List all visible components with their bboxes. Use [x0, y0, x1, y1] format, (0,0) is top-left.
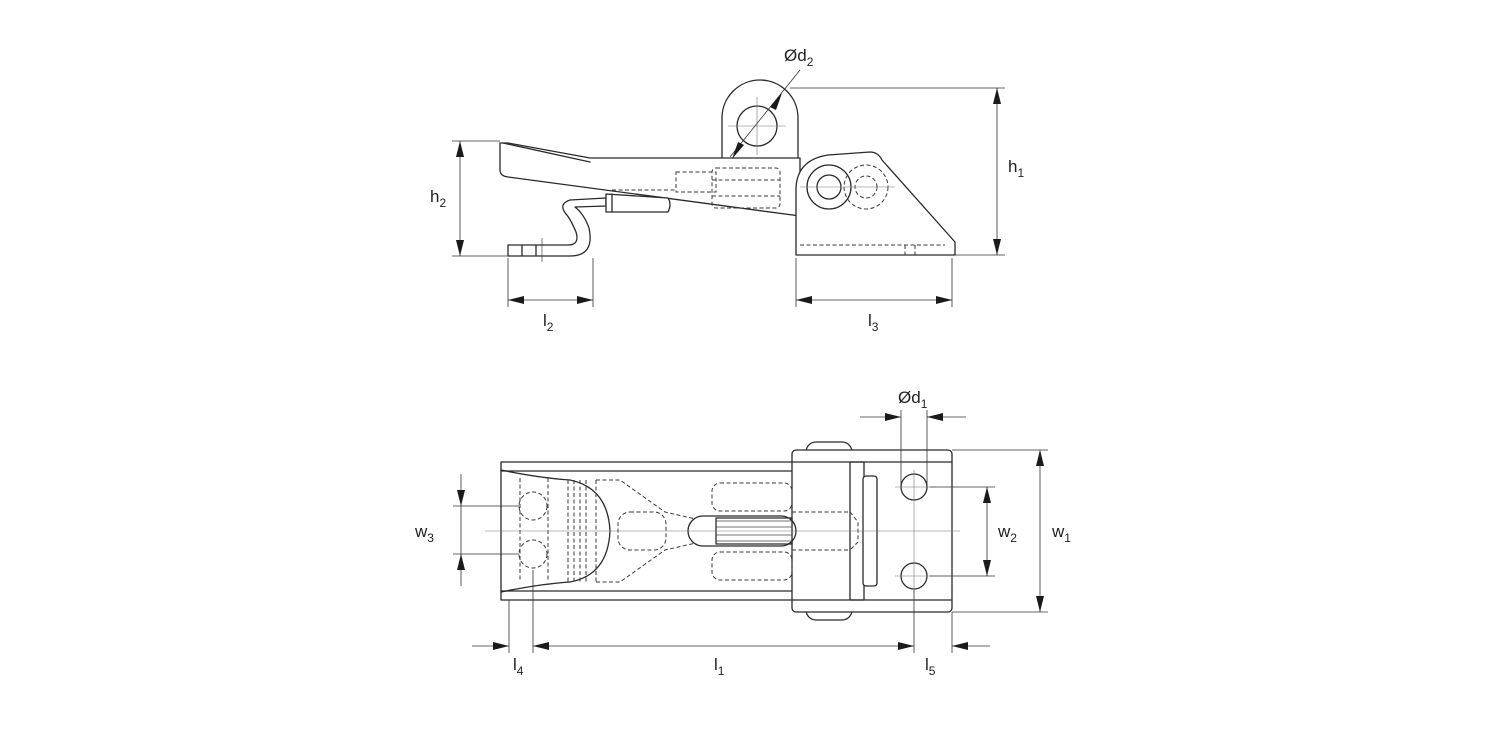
hidden-internals-side: [612, 167, 781, 209]
dim-l2: [507, 258, 594, 307]
label-h1: h1: [1008, 157, 1024, 180]
dim-w1: [952, 449, 1048, 613]
dim-l3: [795, 258, 953, 307]
label-h2: h2: [430, 187, 446, 210]
hook-catch: [507, 193, 671, 262]
label-l5: l5: [925, 655, 936, 678]
dim-h2: [452, 140, 508, 257]
label-w2: w2: [997, 522, 1017, 545]
label-d2: Ød2: [784, 46, 814, 69]
dim-w2: [930, 486, 995, 577]
label-d1: Ød1: [898, 388, 928, 411]
top-view: Ød1 w1 w2 w3: [414, 388, 1071, 678]
hinge-eye: [721, 79, 799, 158]
label-w1: w1: [1051, 522, 1071, 545]
dim-d1: [860, 410, 966, 487]
label-l3: l3: [868, 311, 879, 334]
dim-h1: [790, 87, 1005, 256]
label-w3: w3: [414, 522, 434, 545]
dim-w3: [453, 474, 519, 586]
label-l4: l4: [513, 655, 524, 678]
label-l1: l1: [714, 655, 725, 678]
dim-d2: [729, 69, 801, 159]
base-plate: [795, 151, 956, 256]
side-view: h1 h2 l2 l3: [430, 46, 1024, 334]
lever-arm: [499, 142, 801, 217]
label-l2: l2: [543, 311, 554, 334]
dim-l-chain: [472, 570, 990, 653]
